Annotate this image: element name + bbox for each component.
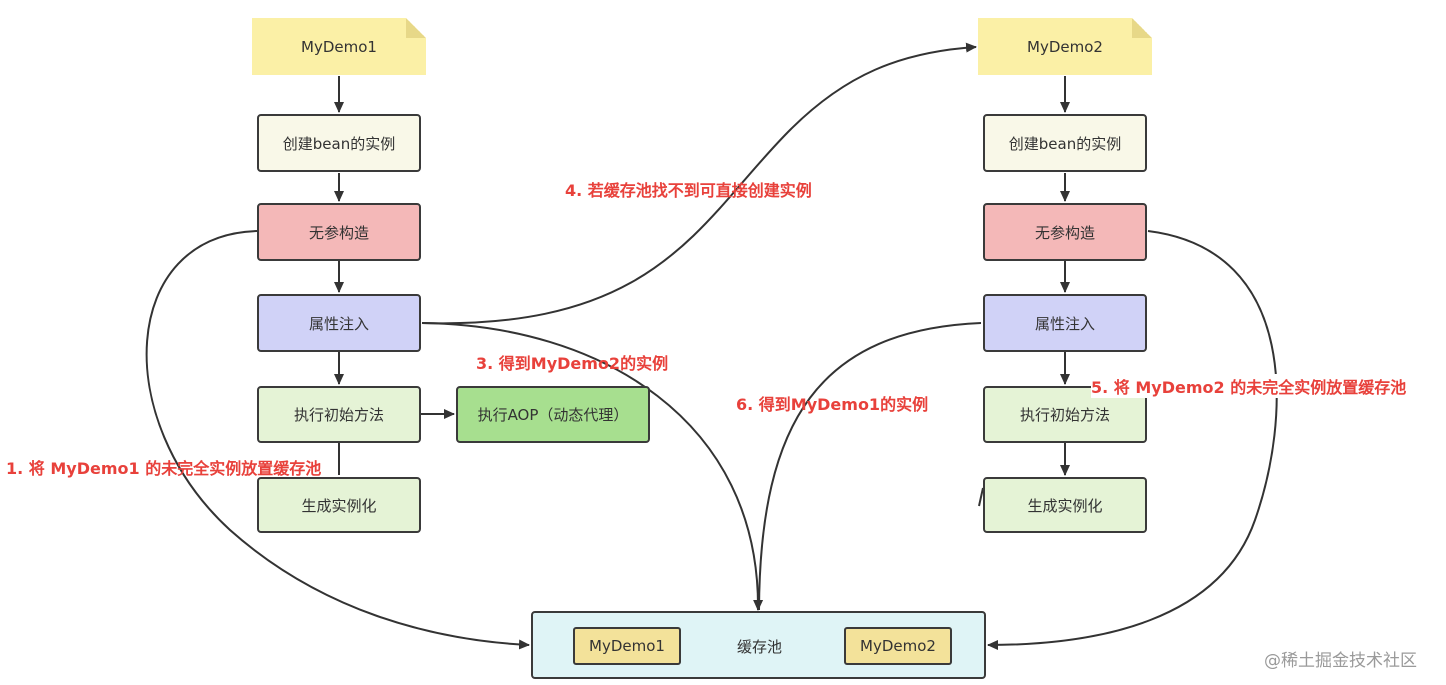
- cache-item-mydemo2: MyDemo2: [844, 627, 952, 665]
- left-generate-label: 生成实例化: [301, 496, 377, 515]
- left-create-instance: 创建bean的实例: [257, 114, 421, 172]
- left-init-label: 执行初始方法: [293, 406, 384, 424]
- step-3-label: 3. 得到MyDemo2的实例: [476, 354, 669, 373]
- left-create-instance-label: 创建bean的实例: [282, 134, 396, 153]
- left-aop-proxy: 执行AOP（动态代理）: [456, 386, 650, 443]
- left-generate-instance: 生成实例化: [257, 477, 421, 533]
- left-noarg-constructor: 无参构造: [257, 203, 421, 261]
- right-create-instance-label: 创建bean的实例: [1008, 134, 1122, 153]
- cache-item-mydemo2-label: MyDemo2: [860, 637, 936, 655]
- step-6-label: 6. 得到MyDemo1的实例: [736, 395, 929, 414]
- edge-step5-curve: [987, 230, 1278, 650]
- left-inject-label: 属性注入: [308, 314, 369, 333]
- right-generate-label: 生成实例化: [1027, 496, 1103, 515]
- right-init-label: 执行初始方法: [1019, 406, 1110, 424]
- left-property-injection: 属性注入: [257, 294, 421, 352]
- right-create-instance: 创建bean的实例: [983, 114, 1147, 172]
- edge-step1-curve: [145, 230, 530, 650]
- cache-item-mydemo1-label: MyDemo1: [589, 637, 665, 655]
- left-init-method: 执行初始方法: [257, 386, 421, 443]
- step-5-label: 5. 将 MyDemo2 的未完全实例放置缓存池: [1091, 374, 1407, 398]
- mydemo1-note: MyDemo1: [252, 18, 426, 75]
- right-noarg-constructor: 无参构造: [983, 203, 1147, 261]
- edge-step3-curve: [421, 322, 764, 611]
- step-4-label: 4. 若缓存池找不到可直接创建实例: [565, 181, 812, 200]
- cache-item-mydemo1: MyDemo1: [573, 627, 681, 665]
- mydemo2-note: MyDemo2: [978, 18, 1152, 75]
- mydemo1-note-label: MyDemo1: [301, 37, 377, 56]
- watermark: @稀土掘金技术社区: [1264, 651, 1417, 671]
- left-noarg-label: 无参构造: [308, 223, 369, 242]
- cache-pool-label: 缓存池: [737, 638, 783, 656]
- right-inject-label: 属性注入: [1034, 314, 1095, 333]
- edge-r-generate-stub: [978, 487, 984, 507]
- edge-step4-curve: [421, 42, 977, 325]
- step-1-label: 1. 将 MyDemo1 的未完全实例放置缓存池: [6, 459, 322, 478]
- right-property-injection: 属性注入: [983, 294, 1147, 352]
- edge-step6-curve: [758, 322, 982, 611]
- left-aop-label: 执行AOP（动态代理）: [477, 406, 629, 424]
- right-noarg-label: 无参构造: [1034, 223, 1095, 242]
- mydemo2-note-label: MyDemo2: [1027, 37, 1103, 56]
- cache-pool: MyDemo1 缓存池 MyDemo2: [531, 611, 986, 679]
- right-generate-instance: 生成实例化: [983, 477, 1147, 533]
